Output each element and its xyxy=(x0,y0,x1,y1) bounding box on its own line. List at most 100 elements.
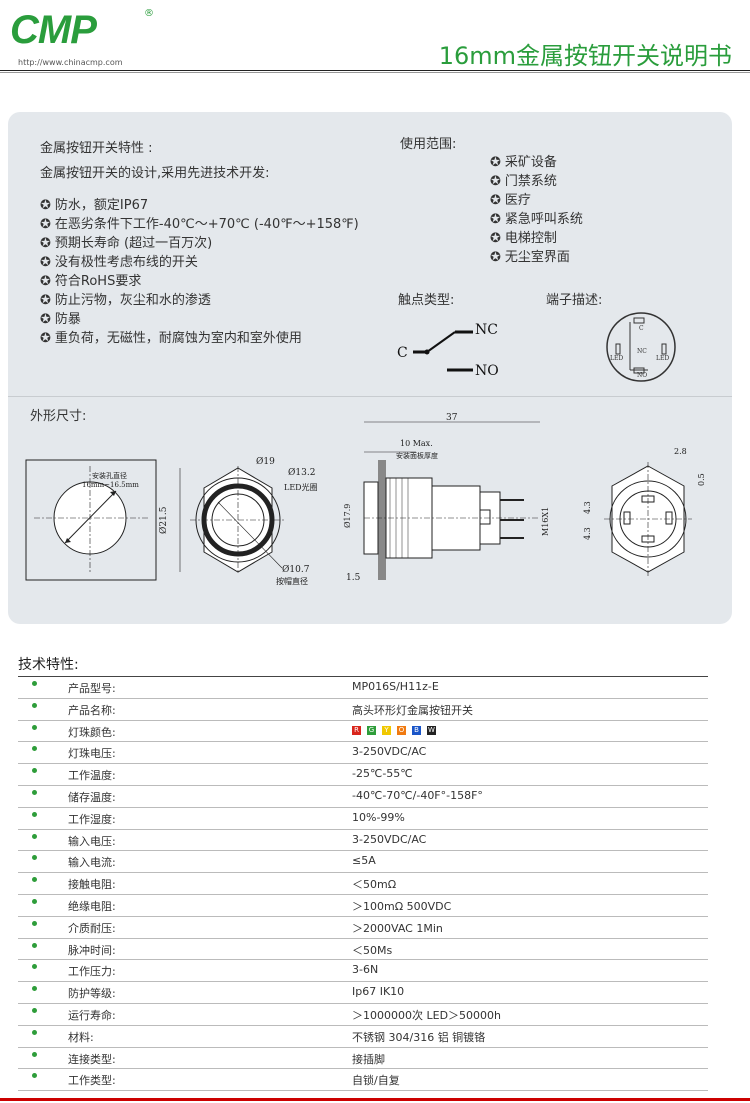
front-view: Ø21.5 Ø19 Ø13.2 LED光圈 Ø10.7 按帽直径 xyxy=(158,456,318,586)
feature-item: ✪防水，额定IP67 xyxy=(40,194,148,213)
hole-label: 安装孔直径 xyxy=(92,471,127,480)
panel-divider xyxy=(8,396,732,397)
spec-row: 绝缘电阻:＞100mΩ 500VDC xyxy=(18,895,708,917)
star-bullet-icon: ✪ xyxy=(490,193,501,208)
bullet-dot-icon xyxy=(32,942,37,948)
spec-label: 储存温度: xyxy=(68,790,116,804)
bullet-dot-icon xyxy=(32,986,37,992)
led-color-chip: Y xyxy=(382,726,391,736)
star-bullet-icon: ✪ xyxy=(40,217,51,232)
bullet-dot-icon xyxy=(32,724,37,730)
spec-row: 储存温度:-40℃-70℃/-40F°-158F° xyxy=(18,786,708,808)
header-rule xyxy=(0,70,750,71)
specs-heading: 技术特性: xyxy=(18,657,79,673)
dim-4-3-b: 4.3 xyxy=(583,527,592,540)
logo-url: http://www.chinacmp.com xyxy=(18,58,123,67)
spec-value: MP016S/H11z-E xyxy=(352,680,439,693)
spec-label: 产品型号: xyxy=(68,682,116,695)
star-bullet-icon: ✪ xyxy=(490,155,501,170)
contact-diagram: C NC NO xyxy=(397,322,499,379)
usage-item: ✪采矿设备 xyxy=(490,151,557,170)
usage-text: 无尘室界面 xyxy=(504,250,570,265)
spec-table: 产品型号: MP016S/H11z-E 产品名称: 高头环形灯金属按钮开关灯珠颜色: R… xyxy=(18,676,708,1092)
spec-label: 工作压力: xyxy=(68,965,116,979)
registered-mark: ® xyxy=(144,8,154,19)
spec-value: 3-250VDC/AC xyxy=(352,832,427,846)
bullet-dot-icon xyxy=(32,811,37,817)
bullet-dot-icon xyxy=(32,1029,37,1035)
bullet-dot-icon xyxy=(32,964,37,970)
spec-row: 产品型号: MP016S/H11z-E xyxy=(18,676,708,699)
spec-row: 工作湿度:10%-99% xyxy=(18,808,708,830)
usage-text: 医疗 xyxy=(504,193,531,208)
spec-label: 工作温度: xyxy=(68,769,116,783)
btn-dia-label: 按帽直径 xyxy=(276,576,308,586)
usage-text: 门禁系统 xyxy=(504,174,557,189)
star-bullet-icon: ✪ xyxy=(490,212,501,227)
feature-text: 重负荷，无磁性，耐腐蚀为室内和室外使用 xyxy=(54,331,302,346)
spec-value: 自锁/自复 xyxy=(352,1074,400,1088)
spec-row: 运行寿命: ＞1000000次 LED＞50000h xyxy=(18,1004,708,1026)
usage-item: ✪电梯控制 xyxy=(490,227,557,246)
page-title: 16mm金属按钮开关说明书 xyxy=(439,36,732,71)
terminal-led-left: LED xyxy=(610,355,623,362)
spec-row: 产品名称: 高头环形灯金属按钮开关 xyxy=(18,699,708,721)
spec-value: 3-6N xyxy=(352,963,379,977)
bullet-dot-icon xyxy=(32,877,37,883)
spec-label: 产品名称: xyxy=(68,703,116,717)
spec-label: 材料: xyxy=(68,1030,94,1044)
dim-d13: Ø13.2 xyxy=(288,467,315,478)
contact-no-label: NO xyxy=(475,363,499,379)
dim-0-5: 0.5 xyxy=(697,473,706,486)
spec-value: -25℃-55℃ xyxy=(352,767,413,781)
spec-label: 输入电流: xyxy=(68,856,116,870)
spec-row: 脉冲时间:＜50Ms xyxy=(18,939,708,961)
feature-text: 符合RoHS要求 xyxy=(54,274,142,289)
feature-item: ✪在恶劣条件下工作-40℃～+70℃ (-40℉～+158℉) xyxy=(40,213,359,232)
spec-label: 灯珠电压: xyxy=(68,747,116,761)
spec-value: 不锈钢 304/316 铝 铜镀铬 xyxy=(352,1030,486,1044)
contact-heading: 触点类型: xyxy=(398,293,455,308)
star-bullet-icon: ✪ xyxy=(490,174,501,189)
star-bullet-icon: ✪ xyxy=(490,231,501,246)
contact-nc-label: NC xyxy=(475,322,498,338)
spec-value: ＞1000000次 LED＞50000h xyxy=(352,1008,501,1022)
led-color-chip: G xyxy=(367,726,376,736)
bullet-dot-icon xyxy=(32,898,37,904)
feature-text: 在恶劣条件下工作-40℃～+70℃ (-40℉～+158℉) xyxy=(54,217,359,232)
spec-label: 灯珠颜色: xyxy=(68,725,116,739)
spec-value: ＞2000VAC 1Min xyxy=(352,921,443,935)
title-text: 金属按钮开关说明书 xyxy=(516,42,732,70)
spec-row: 材料: 不锈钢 304/316 铝 铜镀铬 xyxy=(18,1026,708,1048)
dim-2-8: 2.8 xyxy=(674,447,687,456)
spec-row: 工作类型: 自锁/自复 xyxy=(18,1069,708,1092)
star-bullet-icon: ✪ xyxy=(40,331,51,346)
feature-text: 没有极性考虑布线的开关 xyxy=(54,255,198,270)
spec-value: 高头环形灯金属按钮开关 xyxy=(352,703,473,717)
terminal-nc: NC xyxy=(637,348,647,355)
spec-label: 连接类型: xyxy=(68,1052,116,1066)
feature-text: 防止污物，灰尘和水的渗透 xyxy=(54,293,211,308)
feature-item: ✪预期长寿命 (超过一百万次) xyxy=(40,232,212,251)
usage-item: ✪门禁系统 xyxy=(490,170,557,189)
mount-hole-view: 安装孔直径 16mm~16.5mm xyxy=(25,459,157,581)
terminal-diagram: C NC NO LED LED xyxy=(606,312,676,382)
bullet-dot-icon xyxy=(32,768,37,774)
spec-row: 接触电阻:＜50mΩ xyxy=(18,873,708,895)
rear-view: 2.8 0.5 4.3 4.3 xyxy=(583,447,706,576)
spec-label: 运行寿命: xyxy=(68,1008,116,1022)
spec-label: 工作类型: xyxy=(68,1074,116,1088)
spec-label: 介质耐压: xyxy=(68,921,116,935)
spec-row: 连接类型:接插脚 xyxy=(18,1048,708,1070)
spec-row: 介质耐压: ＞2000VAC 1Min xyxy=(18,917,708,939)
spec-row: 输入电流:≤5A xyxy=(18,851,708,874)
panel-thick-label: 安装面板厚度 xyxy=(396,451,438,460)
feature-text: 防水，额定IP67 xyxy=(54,198,149,213)
usage-item: ✪紧急呼叫系统 xyxy=(490,208,583,227)
star-bullet-icon: ✪ xyxy=(40,274,51,289)
terminal-c: C xyxy=(639,325,644,332)
led-ring-label: LED光圈 xyxy=(284,482,318,492)
side-view: 37 10 Max. 安装面板厚度 Ø17.9 M16X1 1.5 xyxy=(343,413,550,583)
usage-text: 电梯控制 xyxy=(504,231,557,246)
